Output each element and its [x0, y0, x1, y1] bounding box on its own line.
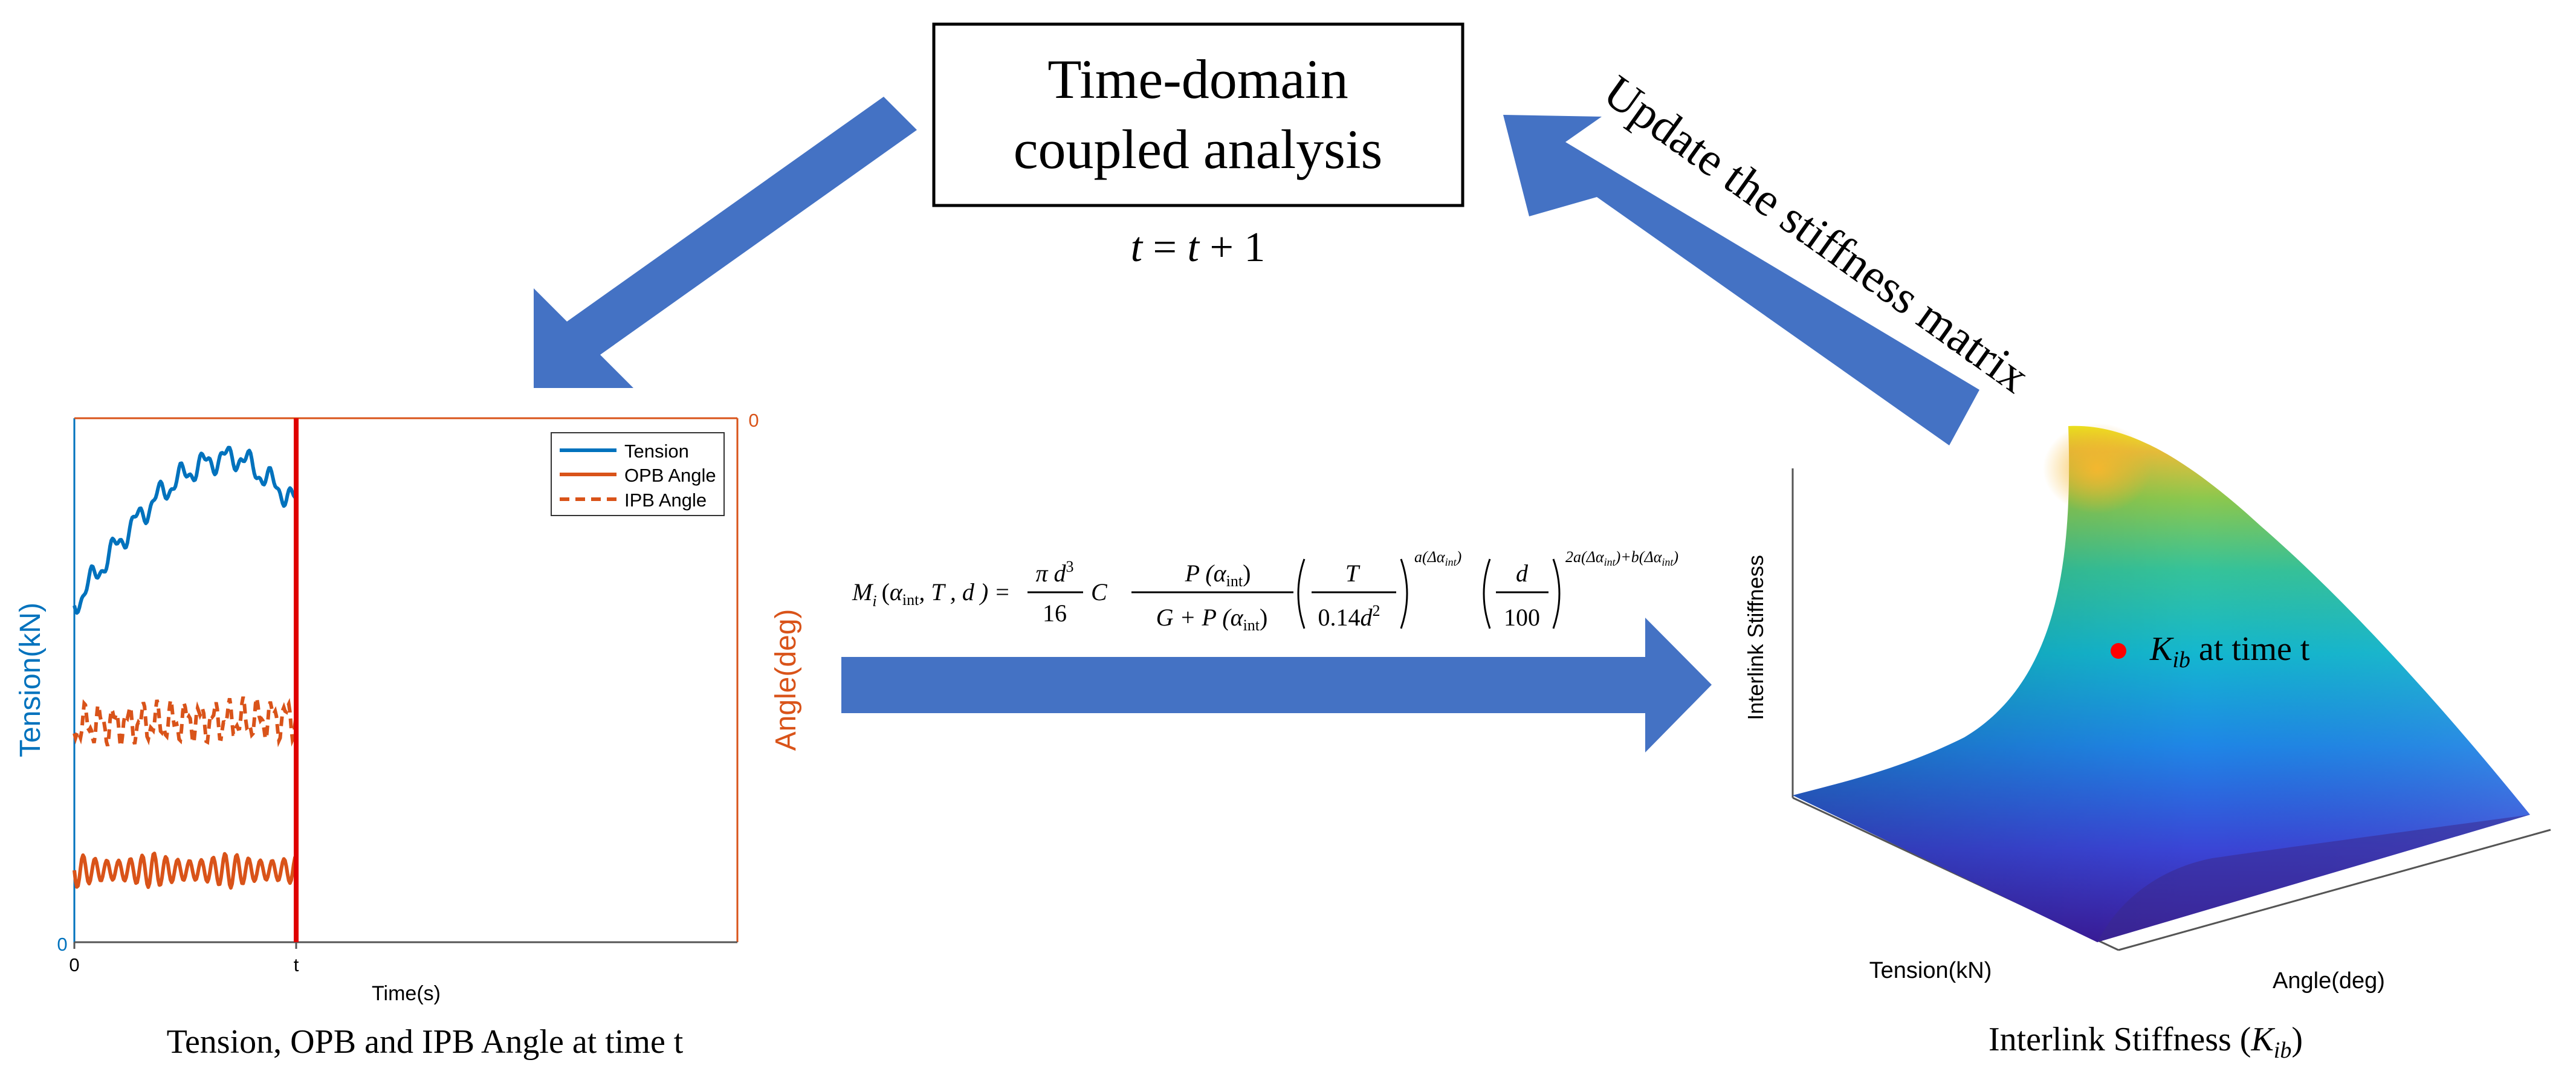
legend-label-tension: Tension: [624, 441, 689, 462]
formula-exponent-1: a(Δαint): [1414, 548, 1461, 568]
paren-left-2: [1483, 558, 1491, 629]
series-opb-angle: [73, 852, 298, 890]
surface-caption: Interlink Stiffness (Kib): [1989, 1021, 2303, 1063]
formula-d: d: [1516, 560, 1529, 587]
surface-x-label: Tension(kN): [1869, 958, 1992, 983]
surface-lower-fold: [2097, 815, 2530, 942]
formula-P-num: P (αint): [1185, 560, 1251, 590]
paren-left-1: [1297, 558, 1306, 629]
tick-label-y-right: 0: [748, 410, 759, 431]
formula-exponent-2: 2a(Δαint)+b(Δαint): [1565, 548, 1678, 568]
formula-C: C: [1091, 578, 1108, 606]
analysis-box-frame: [932, 22, 1464, 207]
time-series-chart: Tension OPB Angle IPB Angle 0 t 0 0 Time…: [15, 410, 802, 1061]
time-step-label: t = t + 1: [1131, 224, 1266, 271]
formula-hundred: 100: [1504, 604, 1540, 631]
time-series-caption: Tension, OPB and IPB Angle at time t: [167, 1023, 684, 1061]
analysis-box: Time-domain coupled analysis: [932, 22, 1464, 207]
surface-z-label: Interlink Stiffness: [1743, 555, 1768, 720]
formula-sixteen: 16: [1043, 600, 1067, 627]
interlink-moment-formula: Mi(αint, T , d )= π d3 16 C P (αint) G +…: [852, 548, 1678, 634]
arrow-to-surface: [841, 618, 1712, 752]
y-axis-label-left: Tension(kN): [15, 603, 47, 757]
formula-coef-d2: 0.14d2: [1318, 602, 1380, 631]
formula-T: T: [1345, 560, 1361, 587]
y-axis-label-right: Angle(deg): [770, 609, 802, 751]
legend-label-ipb: IPB Angle: [624, 490, 707, 511]
stiffness-surface-shade: [1793, 425, 2530, 942]
formula-pi-d3: π d3: [1035, 558, 1073, 587]
arrow-to-time-series: [534, 97, 917, 388]
arrow-update-stiffness: [1503, 115, 1979, 445]
surface-y-label: Angle(deg): [2273, 968, 2385, 994]
analysis-box-line1: Time-domain: [1047, 48, 1348, 110]
tick-label-y-left: 0: [57, 934, 67, 955]
tick-label-xt: t: [294, 954, 299, 975]
formula-lhs: Mi(αint, T , d )=: [852, 578, 1009, 610]
chart-legend: Tension OPB Angle IPB Angle: [551, 432, 725, 516]
paren-right-2: [1552, 558, 1561, 629]
series-tension: [73, 445, 297, 615]
surface-peak-highlight: [2043, 423, 2152, 514]
current-stiffness-point: [2111, 643, 2126, 659]
analysis-box-line2: coupled analysis: [1014, 118, 1383, 180]
tick-label-x0: 0: [69, 954, 79, 975]
stiffness-surface-chart: Kib at time t Interlink Stiffness Tensio…: [1743, 423, 2551, 1063]
paren-right-1: [1400, 558, 1408, 629]
current-stiffness-label: Kib at time t: [2149, 630, 2310, 673]
surface-y-axis: [2118, 829, 2551, 951]
formula-P-den: G + P (αint): [1156, 604, 1268, 634]
series-ipb-angle: [73, 696, 298, 748]
legend-label-opb: OPB Angle: [624, 465, 716, 486]
x-axis-label: Time(s): [372, 982, 441, 1005]
